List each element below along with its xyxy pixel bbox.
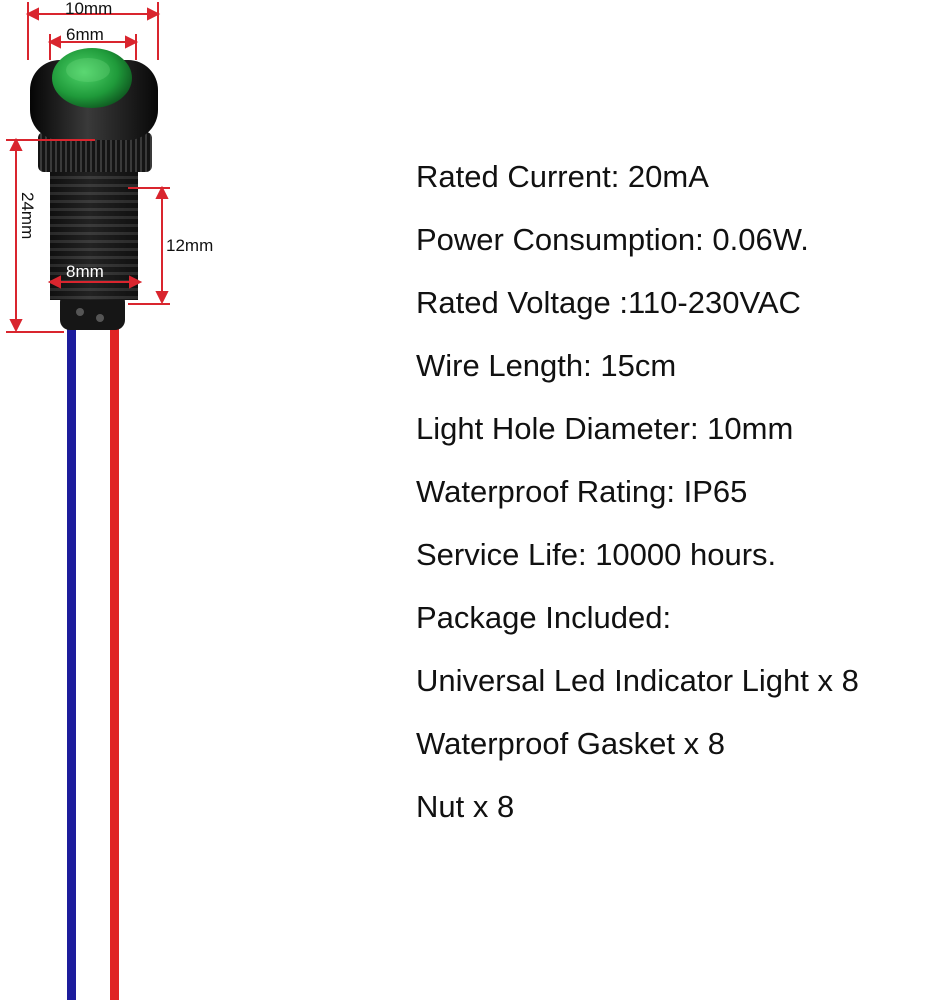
red-wire bbox=[110, 325, 119, 1000]
spec-rated-voltage: Rated Voltage :110-230VAC bbox=[416, 285, 801, 320]
spec-package-indicator-light: Universal Led Indicator Light x 8 bbox=[416, 663, 859, 698]
dim-label-lens: 6mm bbox=[66, 25, 104, 44]
spec-waterproof-rating: Waterproof Rating: IP65 bbox=[416, 474, 748, 509]
lens bbox=[52, 48, 132, 108]
spec-package-heading: Package Included: bbox=[416, 600, 672, 635]
spec-rated-current: Rated Current: 20mA bbox=[416, 159, 709, 194]
dimension-lines bbox=[6, 2, 170, 333]
blue-wire bbox=[67, 325, 76, 1000]
spec-list: Rated Current: 20mA Power Consumption: 0… bbox=[416, 155, 927, 848]
dim-label-thread-diameter: 8mm bbox=[66, 262, 104, 281]
spec-service-life: Service Life: 10000 hours. bbox=[416, 537, 777, 572]
knurled-collar bbox=[38, 132, 152, 172]
dim-label-head-outer: 10mm bbox=[65, 0, 112, 18]
wire-grommet bbox=[60, 292, 125, 330]
spec-wire-length: Wire Length: 15cm bbox=[416, 348, 677, 383]
dim-label-thread-length: 12mm bbox=[166, 236, 213, 255]
spec-power-consumption: Power Consumption: 0.06W. bbox=[416, 222, 809, 257]
dim-label-body-length: 24mm bbox=[18, 192, 37, 239]
spec-package-nut: Nut x 8 bbox=[416, 789, 515, 824]
led-indicator-diagram: 10mm 6mm 24mm 12mm 8mm bbox=[6, 0, 213, 1000]
spec-light-hole-diameter: Light Hole Diameter: 10mm bbox=[416, 411, 794, 446]
spec-package-gasket: Waterproof Gasket x 8 bbox=[416, 726, 725, 761]
